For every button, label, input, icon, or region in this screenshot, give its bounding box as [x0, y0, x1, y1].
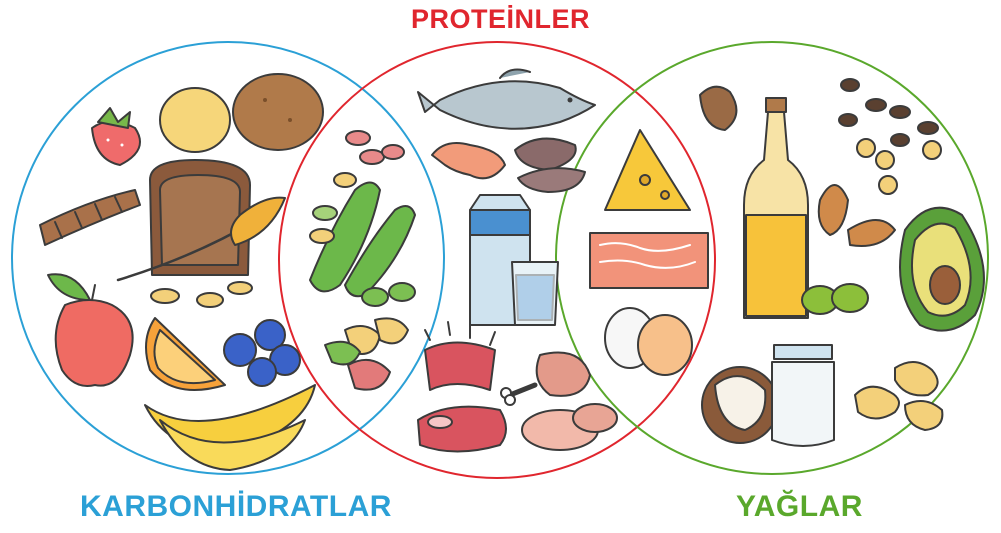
steak-icon	[418, 407, 506, 452]
salmon-fillet-icon	[590, 233, 708, 288]
hazelnut-icon	[700, 87, 736, 130]
chicken-leg-icon	[501, 353, 590, 406]
ham-icon	[522, 404, 617, 450]
avocado-icon	[900, 208, 984, 331]
milk-glass-icon	[512, 262, 558, 325]
edamame-icon	[310, 183, 415, 307]
pasta-icon	[40, 190, 140, 245]
blueberries-icon	[224, 320, 300, 386]
apple-icon	[48, 274, 133, 386]
strawberry-icon	[92, 108, 140, 165]
eggs-icon	[605, 308, 692, 375]
shrimp-icon	[432, 143, 505, 178]
oil-bottle-icon	[744, 98, 808, 318]
potato-icon	[160, 74, 323, 152]
peanuts-icon	[855, 362, 942, 430]
bread-icon	[150, 160, 250, 275]
banana-icon	[145, 385, 315, 470]
yogurt-jar-icon	[772, 345, 834, 446]
orange-slice-icon	[146, 318, 225, 390]
ribs-icon	[425, 322, 495, 390]
almonds-icon	[819, 185, 895, 246]
coconut-icon	[702, 367, 778, 443]
mussels-icon	[515, 139, 585, 192]
cheese-icon	[605, 130, 690, 210]
beans-icon	[151, 282, 252, 307]
coffee-beans-icon	[839, 79, 938, 146]
fish-icon	[418, 70, 595, 129]
chickpeas-icon	[857, 139, 941, 194]
olives-icon	[802, 284, 868, 314]
